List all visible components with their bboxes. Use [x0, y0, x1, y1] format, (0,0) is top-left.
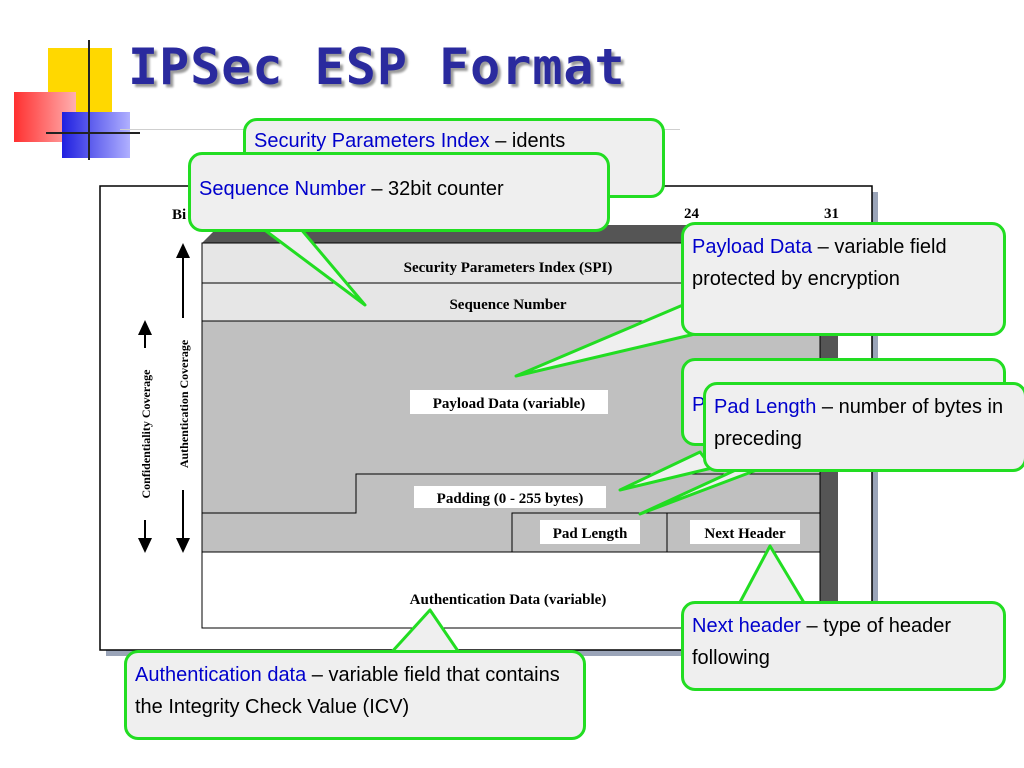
- padding-label-bg: [414, 486, 606, 508]
- callout-next-header: Next header – type of header following: [681, 601, 1006, 691]
- callout-auth: Authentication data – variable field tha…: [124, 650, 586, 740]
- callout-payload: Payload Data – variable field protected …: [681, 222, 1006, 336]
- padding-label: Padding (0 - 255 bytes): [437, 491, 584, 507]
- callout-seq-desc: – 32bit counter: [365, 178, 504, 200]
- payload-label: Payload Data (variable): [433, 396, 585, 412]
- padding-boundary: [202, 473, 820, 514]
- auth-data-label: Authentication Data (variable): [410, 592, 607, 608]
- callout-spi-term: Security Parameters Index: [254, 130, 490, 152]
- corner-logo: [0, 40, 140, 170]
- callout-pad-length-desc: – number of bytes in preceding: [714, 396, 1004, 450]
- page-title: IPSec ESP Format: [128, 38, 626, 96]
- next-header-label: Next Header: [704, 526, 786, 542]
- conf-coverage-label: Confidentiality Coverage: [139, 369, 153, 499]
- seq-label: Sequence Number: [449, 297, 566, 313]
- callout-pad-length-term: Pad Length: [714, 396, 817, 418]
- bit-31-label: 31: [824, 206, 839, 222]
- pad-length-label-bg: [540, 520, 640, 544]
- callout-seq-term: Sequence Number: [199, 178, 366, 200]
- callout-payload-term: Payload Data: [692, 236, 813, 258]
- bits-label: Bi: [172, 207, 186, 223]
- callout-pad-length: Pad Length – number of bytes in precedin…: [703, 382, 1024, 472]
- auth-coverage-label: Authentication Coverage: [177, 339, 191, 468]
- spi-label: Security Parameters Index (SPI): [404, 260, 613, 276]
- bit-24-label: 24: [684, 206, 700, 222]
- callout-auth-desc: – variable field that contains the Integ…: [135, 664, 560, 718]
- callout-payload-desc: – variable field protected by encryption: [692, 236, 947, 290]
- next-header-label-bg: [690, 520, 800, 544]
- callout-seq: Sequence Number – 32bit counter: [188, 152, 610, 232]
- pad-length-label: Pad Length: [553, 526, 628, 542]
- callout-next-header-desc: – type of header following: [692, 615, 952, 669]
- callout-padding-term: P: [692, 394, 706, 416]
- callout-next-header-term: Next header: [692, 615, 801, 637]
- callout-auth-term: Authentication data: [135, 664, 307, 686]
- callout-spi-desc: – idents: [489, 130, 566, 152]
- payload-label-bg: [410, 390, 608, 414]
